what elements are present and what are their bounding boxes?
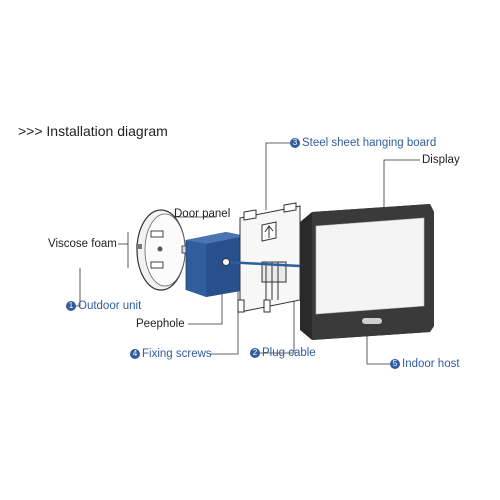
page-title: >>> Installation diagram (18, 123, 168, 139)
steel-sheet-graphic (237, 202, 301, 313)
label-viscose-foam: Viscose foam (48, 238, 117, 250)
number-badge: 1 (66, 301, 76, 311)
leader-display (383, 159, 420, 214)
leader-plug-cable (250, 290, 295, 354)
leader-steel-sheet (265, 142, 290, 210)
number-badge: 2 (250, 348, 260, 358)
cable-graphic (222, 258, 301, 268)
outdoor-unit-graphic (136, 209, 193, 291)
label-peephole: Peephole (136, 318, 185, 330)
label-display: Display (422, 154, 460, 166)
label-door-panel: Door panel (174, 208, 231, 220)
leader-indoor-host (366, 336, 390, 365)
number-badge: 5 (390, 359, 400, 369)
indoor-host-graphic (300, 204, 434, 340)
number-badge: 3 (290, 138, 300, 148)
number-badge: 4 (130, 349, 140, 359)
door-panel-graphic (185, 232, 246, 297)
